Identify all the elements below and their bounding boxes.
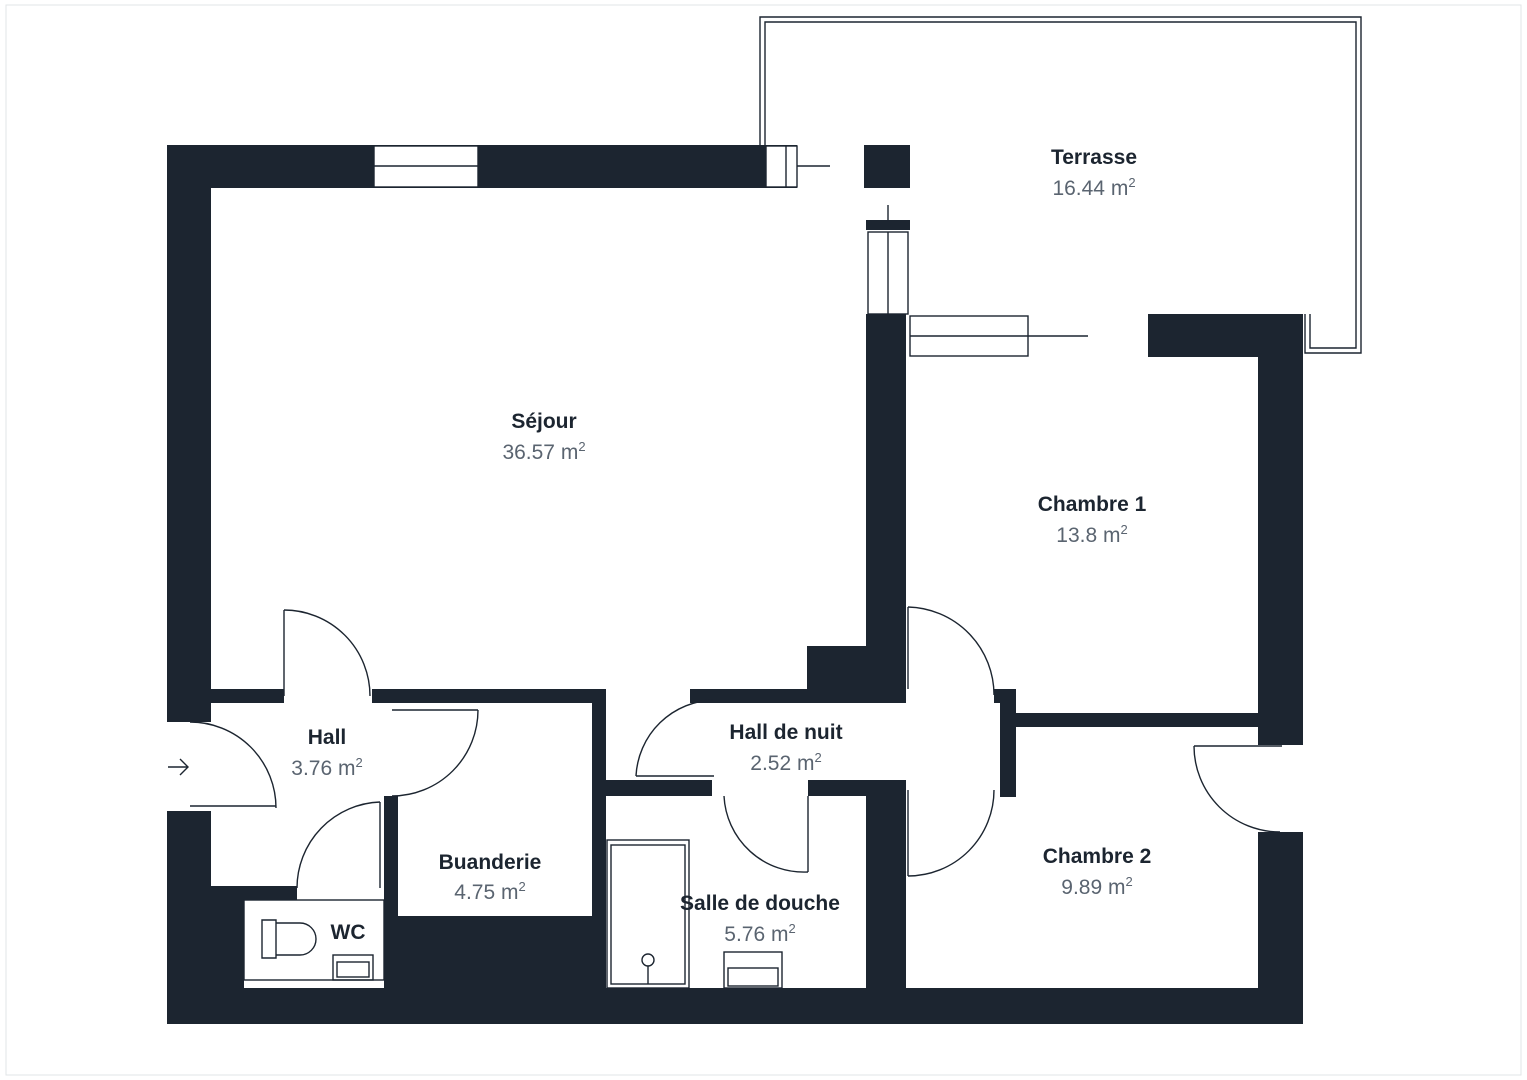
- room-area: 16.44 m2: [1052, 175, 1135, 200]
- room-name: Buanderie: [439, 851, 542, 874]
- sliding-marks: [797, 165, 1088, 337]
- room-area: 9.89 m2: [1061, 874, 1132, 899]
- room-label-chambre2: Chambre 2 9.89 m2: [1043, 845, 1152, 899]
- room-label-terrasse: Terrasse 16.44 m2: [1051, 146, 1137, 200]
- room-label-buanderie: Buanderie 4.75 m2: [439, 851, 542, 904]
- room-name: Séjour: [511, 410, 576, 433]
- room-name: Chambre 1: [1038, 493, 1147, 516]
- room-area: 3.76 m2: [291, 755, 362, 780]
- room-area: 36.57 m2: [502, 439, 585, 464]
- room-label-sejour: Séjour 36.57 m2: [502, 410, 585, 464]
- room-label-wc: WC: [331, 921, 366, 944]
- room-name: WC: [331, 921, 366, 944]
- room-area: 2.52 m2: [750, 750, 821, 775]
- room-label-chambre1: Chambre 1 13.8 m2: [1038, 493, 1147, 547]
- room-name: Hall de nuit: [729, 721, 842, 744]
- walls: [167, 145, 1303, 1024]
- wc-room-floor: [243, 899, 385, 981]
- shower-tray: [606, 839, 690, 989]
- wc-sink: [332, 954, 374, 981]
- fixtures: [243, 839, 783, 989]
- doors: [189, 606, 1282, 889]
- toilet-icon: [261, 919, 317, 959]
- room-name: Terrasse: [1051, 146, 1137, 169]
- room-name: Hall: [308, 726, 347, 749]
- windows: [373, 145, 1029, 357]
- room-area: 13.8 m2: [1056, 522, 1127, 547]
- room-label-halldenuit: Hall de nuit 2.52 m2: [729, 721, 842, 775]
- bathroom-sink: [723, 951, 783, 989]
- terrace-outline: [759, 16, 1362, 354]
- shower-drain-icon: [641, 953, 655, 967]
- room-name: Chambre 2: [1043, 845, 1152, 868]
- page-frame: [5, 4, 1522, 1076]
- room-label-hall: Hall 3.76 m2: [291, 726, 362, 780]
- room-name: Salle de douche: [680, 892, 840, 915]
- room-area: 4.75 m2: [454, 879, 525, 904]
- room-area: 5.76 m2: [724, 921, 795, 946]
- arrow-right-icon: [168, 758, 189, 776]
- room-label-salledouche: Salle de douche 5.76 m2: [680, 892, 840, 946]
